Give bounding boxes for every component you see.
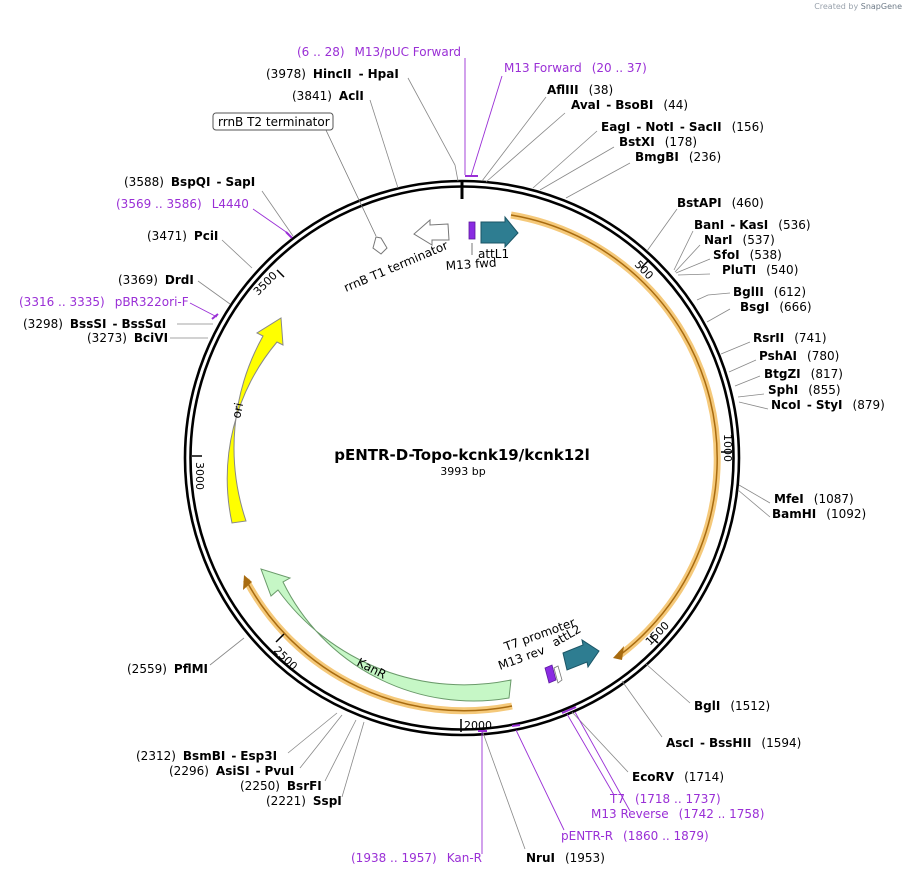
enzyme-pflmi[interactable]: (2559)PflMI <box>127 662 208 676</box>
snapgene-logo: SnapGene <box>860 2 902 11</box>
enzyme-bsgi[interactable]: BsgI(666) <box>740 300 812 314</box>
ring-ticks <box>192 259 732 732</box>
enzyme-bspqi[interactable]: (3588)BspQI-SapI <box>124 175 255 189</box>
enzyme-mfei[interactable]: MfeI(1087) <box>774 492 854 506</box>
primer-m13-forward[interactable]: M13 Forward(20 .. 37) <box>504 61 647 75</box>
primer-l4440[interactable]: (3569 .. 3586)L4440 <box>116 197 249 211</box>
enzyme-ncoi[interactable]: NcoI-StyI(879) <box>771 398 885 412</box>
primer-kan-r[interactable]: (1938 .. 1957)Kan-R <box>351 851 482 865</box>
rrnb-t2-terminator-arrow <box>372 236 388 255</box>
enzyme-nari[interactable]: NarI(537) <box>704 233 775 247</box>
primer-m13-puc-forward[interactable]: (6 .. 28)M13/pUC Forward <box>297 45 461 59</box>
enzyme-ecorv[interactable]: EcoRV(1714) <box>632 770 724 784</box>
kanr-strand-arc <box>245 579 513 712</box>
enzyme-bgli[interactable]: BglI(1512) <box>694 699 770 713</box>
attl1-feature-arrow <box>480 215 519 249</box>
tick-1000: 1000 <box>721 434 734 462</box>
enzyme-sfoi[interactable]: SfoI(538) <box>713 248 782 262</box>
enzyme-leader-lines <box>170 77 771 850</box>
kanr-feature-arrow <box>260 568 512 702</box>
enzyme-bamhi[interactable]: BamHI(1092) <box>772 507 866 521</box>
credit-prefix: Created by <box>814 2 859 11</box>
tick-mark-2500 <box>275 633 285 643</box>
insert-arc-arrowhead <box>613 646 624 660</box>
primer-marks <box>211 175 577 732</box>
enzyme-bsmbi[interactable]: (2312)BsmBI-Esp3I <box>136 749 277 763</box>
enzyme-bstapi[interactable]: BstAPI(460) <box>677 196 764 210</box>
plasmid-length: 3993 bp <box>440 465 485 478</box>
snapgene-credit: Created by SnapGene <box>814 2 902 11</box>
enzyme-bsssi[interactable]: (3298)BssSI-BssSαI <box>23 317 166 331</box>
enzyme-bsrfi[interactable]: (2250)BsrFI <box>240 779 322 793</box>
plasmid-name: pENTR-D-Topo-kcnk19/kcnk12l <box>334 446 590 464</box>
enzyme-drdi[interactable]: (3369)DrdI <box>118 273 194 287</box>
insert-arc-glow <box>510 211 721 658</box>
t7-promoter-feature <box>553 665 563 684</box>
primer-t7[interactable]: T7(1718 .. 1737) <box>609 792 721 806</box>
tick-mark-1500 <box>649 635 659 644</box>
ori-feature-arrow <box>226 317 284 524</box>
attl1-label: attL1 <box>478 247 509 261</box>
rrnb-t1-label: rrnB T1 terminator <box>342 238 450 295</box>
enzyme-bmgbi[interactable]: BmgBI(236) <box>635 150 721 164</box>
attl2-feature-arrow <box>562 638 600 671</box>
enzyme-pcii[interactable]: (3471)PciI <box>147 229 218 243</box>
enzyme-sspi[interactable]: (2221)SspI <box>266 794 342 808</box>
enzyme-pshai[interactable]: PshAI(780) <box>759 349 839 363</box>
ori-label: ori <box>229 401 246 419</box>
enzyme-eagi[interactable]: EagI-NotI-SacII(156) <box>601 120 764 134</box>
m13-fwd-label: M13 fwd <box>445 255 497 273</box>
enzyme-bani[interactable]: BanI-KasI(536) <box>694 218 811 232</box>
enzyme-sphi[interactable]: SphI(855) <box>768 383 841 397</box>
rrnb-t2-label: rrnB T2 terminator <box>218 115 330 129</box>
tick-2000: 2000 <box>464 719 492 732</box>
primer-leader-lines <box>189 58 631 854</box>
enzyme-btgzi[interactable]: BtgZI(817) <box>764 367 843 381</box>
tick-3000: 3000 <box>193 462 206 490</box>
enzyme-avai[interactable]: AvaI-BsoBI(44) <box>571 98 688 112</box>
tick-mark-3500 <box>276 269 285 278</box>
insert-arc <box>510 214 718 656</box>
m13-rev-feature <box>544 664 557 684</box>
rrnb-t2-leader-line <box>324 127 377 237</box>
enzyme-afliii[interactable]: AflIII(38) <box>547 83 613 97</box>
rrnb-t1-terminator-arrow <box>413 218 450 246</box>
primer-pentr-r[interactable]: pENTR-R(1860 .. 1879) <box>561 829 709 843</box>
rrnb-t2-label-box <box>212 112 334 131</box>
tick-mark-500 <box>640 259 650 269</box>
enzyme-hincii[interactable]: (3978)HincII-HpaI <box>266 67 399 81</box>
enzyme-bcivi[interactable]: (3273)BciVI <box>87 331 168 345</box>
enzyme-bglii[interactable]: BglII(612) <box>733 285 806 299</box>
primer-m13-reverse[interactable]: M13 Reverse(1742 .. 1758) <box>591 807 764 821</box>
kanr-strand-arrowhead <box>243 575 252 590</box>
enzyme-bstxi[interactable]: BstXI(178) <box>619 135 697 149</box>
kanr-label: KanR <box>355 655 389 682</box>
m13-fwd-feature <box>468 221 476 240</box>
enzyme-nrui[interactable]: NruI(1953) <box>526 851 605 865</box>
enzyme-pluti[interactable]: PluTI(540) <box>722 263 798 277</box>
primer-pbr322ori-f[interactable]: (3316 .. 3335)pBR322ori-F <box>19 295 189 309</box>
enzyme-acli[interactable]: (3841)AclI <box>292 89 364 103</box>
enzyme-asisi[interactable]: (2296)AsiSI-PvuI <box>169 764 294 778</box>
enzyme-rsrii[interactable]: RsrII(741) <box>753 331 827 345</box>
enzyme-asci[interactable]: AscI-BssHII(1594) <box>666 736 801 750</box>
